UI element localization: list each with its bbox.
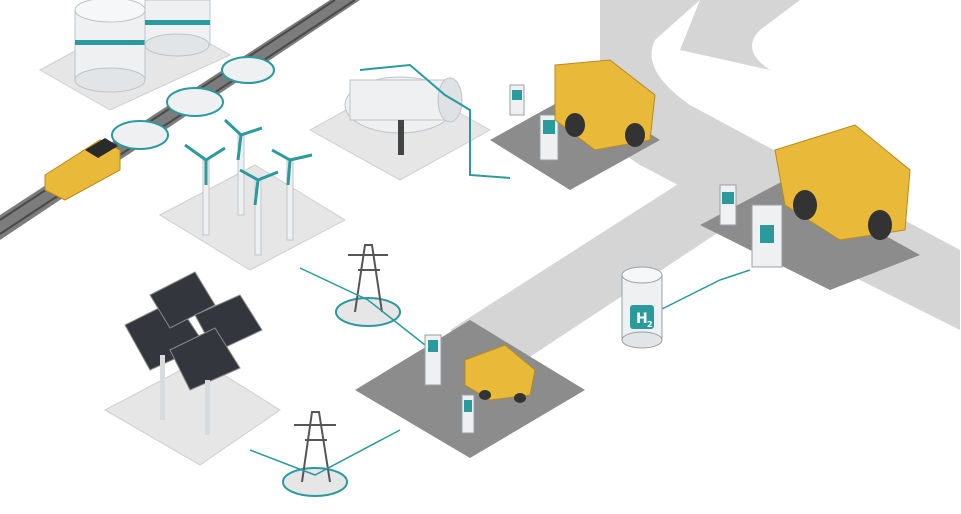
solar-farm-pad: [103, 359, 281, 466]
hydrogen-dispenser-icon: [751, 204, 783, 268]
transmission-tower-icon: [282, 411, 348, 497]
storage-tanks: [38, 0, 232, 111]
hydrogen-tank-subscript: 2: [647, 320, 653, 329]
transmission-tower-icon: [335, 244, 401, 327]
wind-turbine-icon: [184, 143, 226, 236]
tank-car: [111, 120, 169, 150]
wind-farm-pad: [158, 164, 347, 271]
road-top-right: [680, 0, 800, 70]
hydrogen-dispenser-icon: [539, 114, 559, 161]
road-diagonal: [450, 170, 760, 370]
hydrogen-tank-icon: H 2: [621, 266, 663, 349]
hydrogen-station-right: [700, 124, 920, 290]
wind-farm: [158, 118, 347, 271]
dump-truck-icon: [554, 59, 656, 151]
storage-tank-icon: [144, 0, 211, 57]
locomotive-cab: [85, 138, 118, 158]
plant-piping: [359, 63, 511, 179]
tank-car: [221, 56, 275, 84]
electrolyzer-plant: [308, 63, 511, 181]
ev-charger-icon: [461, 394, 475, 434]
solar-farm: [103, 271, 281, 466]
tank-car: [166, 87, 224, 117]
storage-tank-icon: [74, 0, 146, 93]
hydrogen-dispenser-icon: [509, 84, 525, 116]
hydrogen-dispenser-icon: [719, 184, 737, 226]
wind-turbine-icon: [271, 148, 313, 241]
ev-station-pad: [355, 320, 585, 458]
pickup-truck-icon: [464, 344, 536, 403]
hydrogen-station-upper: [490, 59, 660, 190]
ev-charging-station: [355, 320, 585, 458]
wind-turbine-icon: [239, 168, 279, 256]
dump-truck-icon: [774, 124, 911, 241]
train-icon: [44, 56, 275, 201]
solar-panel-icon: [149, 271, 216, 329]
wind-turbine-icon: [223, 118, 263, 216]
hydrogen-tank-label: H: [636, 311, 648, 327]
electrolyzer-tank-icon: [344, 63, 511, 179]
ev-charger-icon: [424, 334, 442, 386]
solar-panel-icon: [169, 327, 241, 435]
power-cables: [249, 267, 751, 476]
